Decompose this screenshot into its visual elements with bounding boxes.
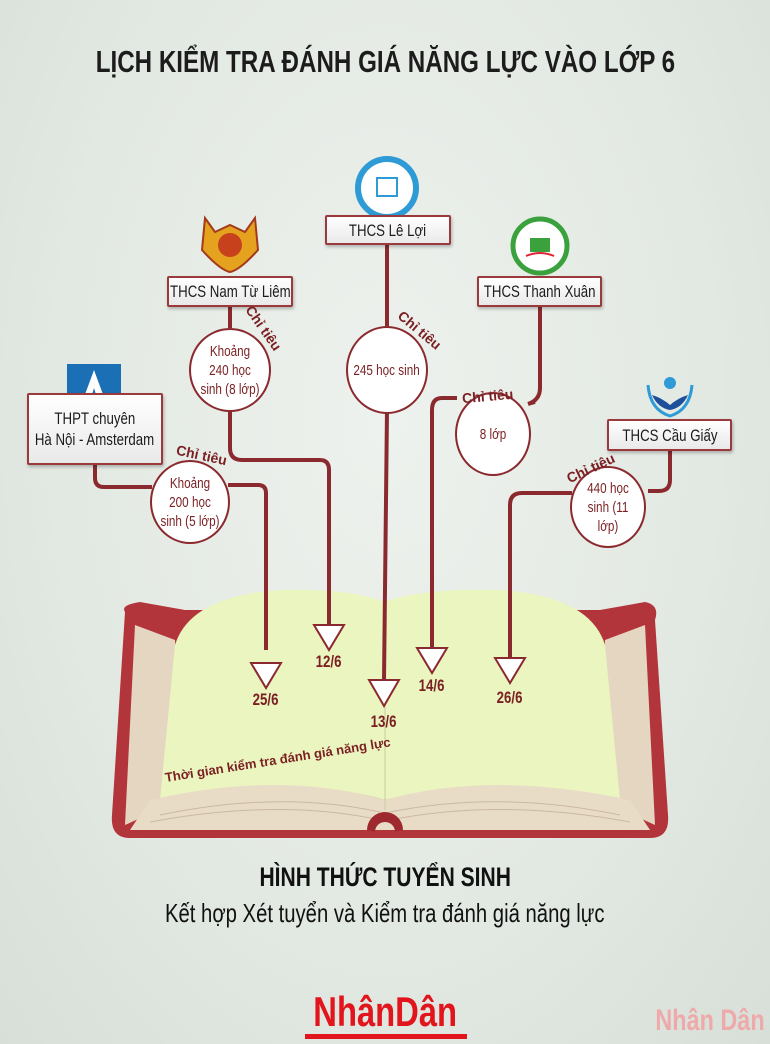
school-box-thanh-xuan: THCS Thanh Xuân xyxy=(477,276,602,307)
date-label-le-loi: 13/6 xyxy=(371,712,397,731)
brand-logo: NhânDân xyxy=(313,988,457,1035)
cau-giay-logo xyxy=(646,377,694,418)
open-book xyxy=(111,589,669,838)
quota-circle-le-loi: 245 học sinh xyxy=(346,326,428,414)
footer-subtitle: Kết hợp Xét tuyển và Kiểm tra đánh giá n… xyxy=(165,898,605,928)
arrowheads xyxy=(249,624,527,709)
school-name-line1: THPT chuyên xyxy=(54,409,136,428)
line-thanh-xuan xyxy=(430,305,542,648)
school-box-hanoi-amsterdam: THPT chuyên Hà Nội - Amsterdam xyxy=(27,393,163,465)
arrow-14-6 xyxy=(415,647,449,675)
connector-lines xyxy=(93,243,672,681)
date-label-amsterdam: 25/6 xyxy=(253,690,279,709)
line-nam-tu-liem xyxy=(228,305,331,625)
arrow-12-6 xyxy=(312,624,346,652)
watermark: Nhân Dân xyxy=(655,1004,765,1037)
line-amsterdam xyxy=(93,463,268,650)
footer-heading: HÌNH THỨC TUYỂN SINH xyxy=(259,862,511,892)
school-box-le-loi: THCS Lê Lợi xyxy=(325,215,451,245)
line-le-loi xyxy=(382,243,389,681)
date-label-cau-giay: 26/6 xyxy=(497,688,523,707)
arrow-13-6 xyxy=(367,679,401,709)
school-name-line2: Hà Nội - Amsterdam xyxy=(35,430,155,449)
arrow-25-6 xyxy=(249,662,283,690)
nam-tu-liem-logo xyxy=(200,215,260,274)
thanh-xuan-logo xyxy=(510,216,570,276)
right-page xyxy=(385,589,620,800)
brand-underline xyxy=(305,1034,467,1039)
quota-circle-hanoi-amsterdam: Khoảng 200 học sinh (5 lớp) xyxy=(150,460,230,544)
line-cau-giay xyxy=(508,450,672,658)
le-loi-logo xyxy=(355,156,419,220)
quota-circle-thanh-xuan: 8 lớp xyxy=(455,392,531,476)
bottom-pages xyxy=(130,785,650,830)
school-box-nam-tu-liem: THCS Nam Từ Liêm xyxy=(167,276,293,307)
date-label-nam-tu-liem: 12/6 xyxy=(316,652,342,671)
date-label-thanh-xuan: 14/6 xyxy=(419,676,445,695)
quota-circle-nam-tu-liem: Khoảng 240 học sinh (8 lớp) xyxy=(189,328,271,412)
school-box-cau-giay: THCS Cầu Giấy xyxy=(607,419,732,451)
book-spine xyxy=(367,812,403,832)
arrow-26-6 xyxy=(493,657,527,685)
quota-circle-cau-giay: 440 học sinh (11 lớp) xyxy=(570,466,646,548)
page-title: LỊCH KIỂM TRA ĐÁNH GIÁ NĂNG LỰC VÀO LỚP … xyxy=(95,44,675,79)
